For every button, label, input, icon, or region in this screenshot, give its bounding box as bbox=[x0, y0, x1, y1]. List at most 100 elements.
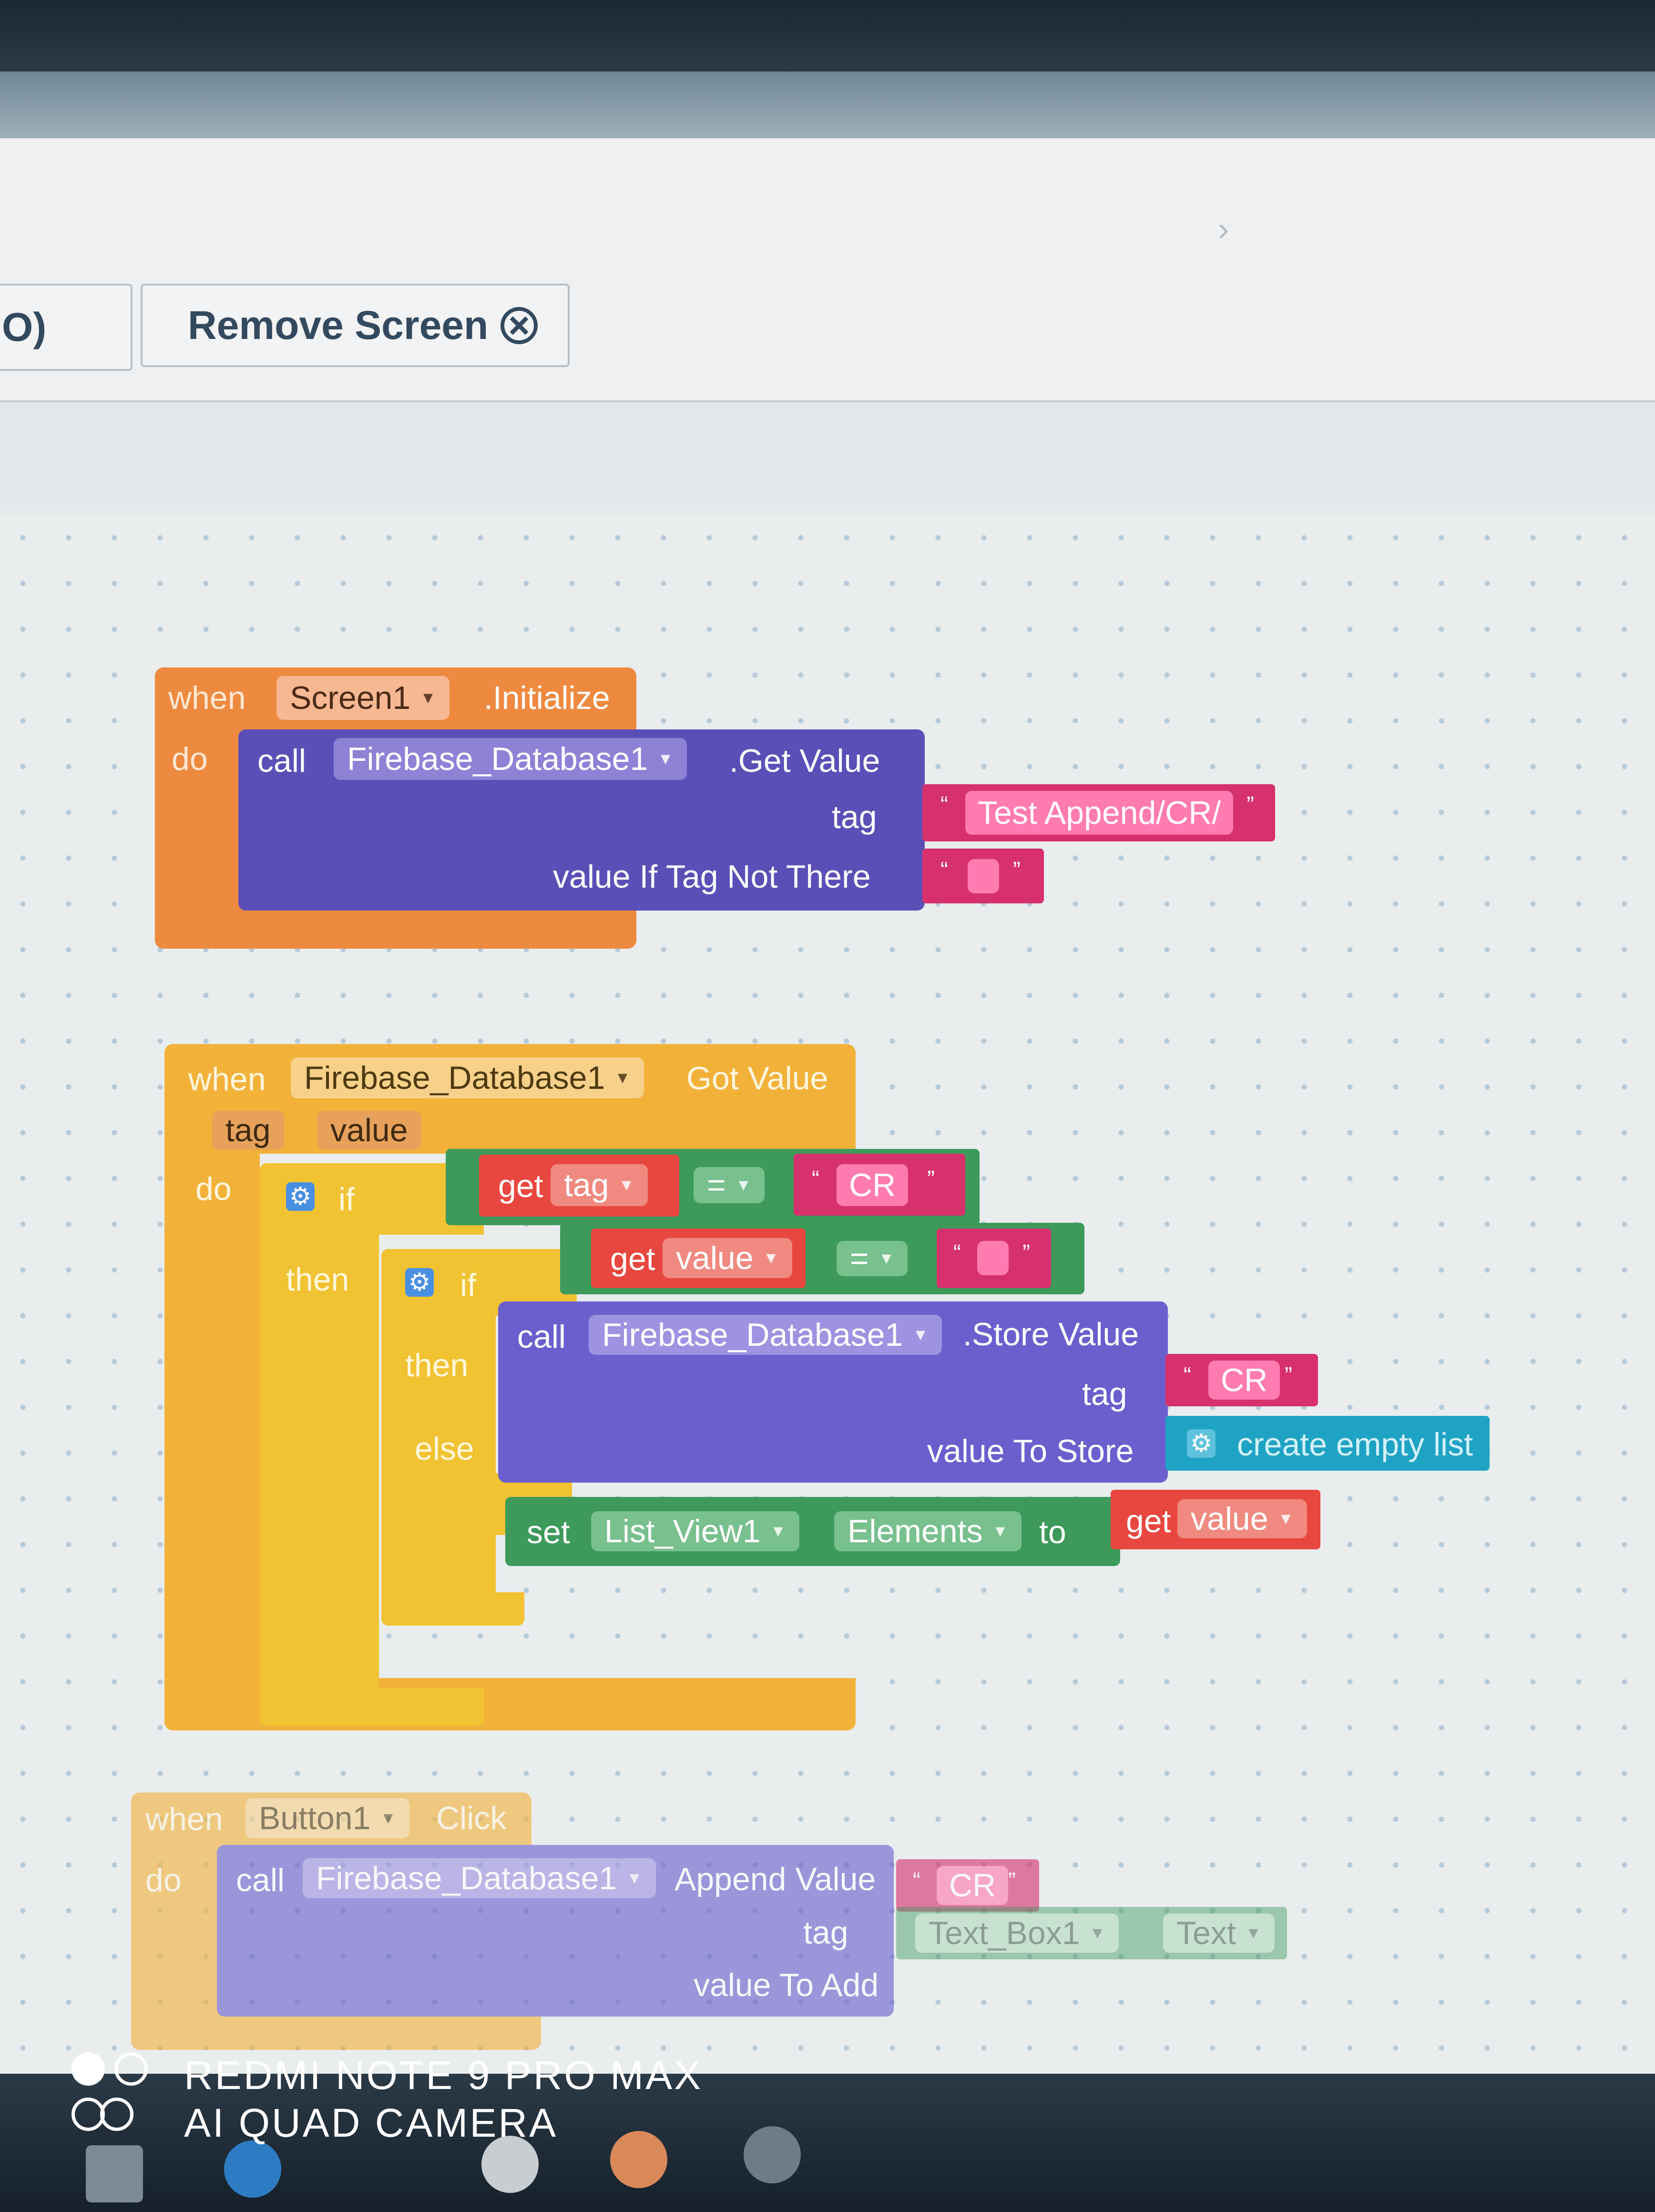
get-value-dropdown[interactable]: value▼ bbox=[1177, 1499, 1308, 1538]
cr-string-value[interactable]: CR bbox=[837, 1164, 909, 1206]
param-value[interactable]: value bbox=[317, 1111, 421, 1150]
dropdown-arrow-icon: ▼ bbox=[878, 1249, 895, 1268]
gear-mutator-icon[interactable]: ⚙ bbox=[1187, 1429, 1216, 1458]
call-keyword: call bbox=[517, 1319, 566, 1355]
dropdown-arrow-icon: ▼ bbox=[1245, 1924, 1262, 1942]
get-value-dropdown[interactable]: value▼ bbox=[663, 1238, 793, 1278]
elements-property-name: Elements bbox=[848, 1513, 983, 1549]
call-keyword: call bbox=[236, 1862, 285, 1898]
textbox-component-dropdown[interactable]: Text_Box1 ▼ bbox=[915, 1914, 1119, 1953]
close-circle-icon bbox=[501, 307, 538, 344]
button-component-dropdown[interactable]: Button1▼ bbox=[245, 1798, 410, 1838]
get-value-method: .Get Value bbox=[729, 743, 880, 779]
dropdown-arrow-icon: ▼ bbox=[1089, 1924, 1106, 1942]
value-to-add-label: value To Add bbox=[694, 1967, 879, 2003]
if-body-left bbox=[381, 1316, 496, 1611]
store-value-call-block[interactable]: call Firebase_Database1▼ .Store Value ta… bbox=[498, 1301, 1168, 1483]
store-cr-string-value[interactable]: CR bbox=[1208, 1361, 1280, 1400]
get-value-call-block[interactable]: call Firebase_Database1▼ .Get Value tag … bbox=[238, 729, 925, 911]
taskbar-app-icon[interactable] bbox=[224, 2140, 281, 2198]
get-keyword: get bbox=[498, 1168, 543, 1204]
got-value-event-label: Got Value bbox=[686, 1060, 828, 1096]
button-click-event-block[interactable]: when Button1▼ Click do call Firebase_Dat… bbox=[131, 1792, 1039, 2050]
elements-property-dropdown[interactable]: Elements ▼ bbox=[834, 1511, 1022, 1551]
if-then-else-block-inner[interactable]: ⚙ if then else bbox=[381, 1249, 577, 1630]
create-empty-list-block[interactable]: ⚙ create empty list bbox=[1165, 1416, 1490, 1471]
listview-component-name: List_View1 bbox=[604, 1513, 761, 1549]
text-property-dropdown[interactable]: Text▼ bbox=[1163, 1914, 1275, 1953]
screen-initialize-event-block[interactable]: when Screen1▼ .Initialize do bbox=[155, 667, 636, 949]
open-quote: “ bbox=[940, 792, 948, 818]
param-tag[interactable]: tag bbox=[212, 1111, 284, 1150]
screen-component-name: Screen1 bbox=[290, 680, 411, 716]
when-keyword: when bbox=[145, 1801, 223, 1837]
taskbar-app-icon[interactable] bbox=[744, 2126, 801, 2183]
firebase-component-dropdown[interactable]: Firebase_Database1▼ bbox=[589, 1315, 942, 1355]
open-quote: “ bbox=[812, 1167, 819, 1192]
get-value-block[interactable]: get value▼ bbox=[1111, 1490, 1320, 1549]
get-tag-dropdown[interactable]: tag▼ bbox=[551, 1164, 648, 1206]
create-empty-list-label: create empty list bbox=[1237, 1426, 1473, 1463]
screen-component-dropdown[interactable]: Screen1▼ bbox=[276, 676, 450, 720]
then-keyword: then bbox=[286, 1261, 349, 1298]
dropdown-arrow-icon: ▼ bbox=[735, 1176, 752, 1194]
compare-tag-block[interactable]: get tag▼ =▼ “ CR ” bbox=[446, 1149, 980, 1225]
firebase-component-name: Firebase_Database1 bbox=[304, 1060, 605, 1096]
screen-button-label: O) bbox=[2, 305, 47, 349]
cr-string-block[interactable]: “ CR ” bbox=[794, 1154, 965, 1216]
event-footer bbox=[155, 911, 636, 949]
append-value-call-block[interactable]: call Firebase_Database1▼ Append Value ta… bbox=[217, 1845, 894, 2017]
textbox-component-name: Text_Box1 bbox=[929, 1915, 1080, 1951]
store-cr-string-block[interactable]: “ CR ” bbox=[1165, 1354, 1318, 1406]
empty-string-block[interactable]: “ ” bbox=[922, 849, 1044, 903]
firebase-component-name: Firebase_Database1 bbox=[316, 1860, 617, 1896]
blocks-workspace[interactable]: when Screen1▼ .Initialize do call Fireba… bbox=[0, 515, 1655, 2074]
dropdown-arrow-icon: ▼ bbox=[657, 749, 674, 768]
close-quote: ” bbox=[1013, 858, 1021, 883]
taskbar-app-icon[interactable] bbox=[86, 2145, 143, 2202]
close-quote: ” bbox=[1246, 792, 1254, 818]
to-keyword: to bbox=[1039, 1514, 1066, 1550]
empty-string-value[interactable] bbox=[968, 859, 999, 893]
textbox-text-getter-block[interactable]: Text_Box1 ▼ Text▼ bbox=[896, 1907, 1287, 1959]
taskbar-app-icon[interactable] bbox=[481, 2136, 539, 2193]
equals-operator-dropdown[interactable]: =▼ bbox=[694, 1167, 765, 1203]
screen-button[interactable]: O) bbox=[0, 284, 133, 371]
empty-string-value[interactable] bbox=[977, 1241, 1009, 1275]
window-title-strip bbox=[0, 72, 1655, 138]
when-keyword: when bbox=[168, 680, 246, 716]
get-tag-block[interactable]: get tag▼ bbox=[479, 1155, 679, 1217]
set-elements-block[interactable]: set List_View1▼ Elements▼ to bbox=[505, 1497, 1120, 1566]
firebase-component-dropdown[interactable]: Firebase_Database1 ▼ bbox=[291, 1057, 644, 1098]
append-cr-string-value[interactable]: CR bbox=[937, 1866, 1009, 1905]
equals-operator-dropdown[interactable]: =▼ bbox=[837, 1240, 908, 1277]
get-value-block[interactable]: get value▼ bbox=[591, 1229, 806, 1288]
compare-value-block[interactable]: get value▼ =▼ “ ” bbox=[560, 1223, 1084, 1294]
append-cr-string-block[interactable]: “ CR ” bbox=[896, 1859, 1039, 1912]
firebase-component-dropdown[interactable]: Firebase_Database1▼ bbox=[334, 738, 687, 780]
tag-string-value[interactable]: Test Append/CR/ bbox=[965, 791, 1234, 835]
tag-socket-label: tag bbox=[832, 799, 877, 835]
not-there-socket-label: value If Tag Not There bbox=[553, 859, 871, 895]
dropdown-arrow-icon: ▼ bbox=[626, 1869, 643, 1887]
call-keyword: call bbox=[257, 743, 306, 779]
test-append-string-block[interactable]: “ Test Append/CR/ ” bbox=[922, 784, 1275, 841]
open-quote: “ bbox=[940, 858, 948, 883]
taskbar-app-icon[interactable] bbox=[610, 2131, 667, 2188]
gear-mutator-icon[interactable]: ⚙ bbox=[286, 1182, 315, 1211]
get-value-var: value bbox=[676, 1240, 754, 1276]
close-quote: ” bbox=[1008, 1868, 1016, 1894]
dropdown-arrow-icon: ▼ bbox=[614, 1068, 631, 1087]
dropdown-arrow-icon: ▼ bbox=[992, 1522, 1009, 1540]
empty-string-block[interactable]: “ ” bbox=[937, 1229, 1051, 1288]
listview-component-dropdown[interactable]: List_View1▼ bbox=[591, 1511, 800, 1551]
initialize-event-label: .Initialize bbox=[484, 680, 610, 716]
gear-mutator-icon[interactable]: ⚙ bbox=[405, 1268, 434, 1297]
firebase-component-dropdown[interactable]: Firebase_Database1 ▼ bbox=[303, 1858, 656, 1898]
tag-socket-label: tag bbox=[1082, 1376, 1127, 1412]
remove-screen-button[interactable]: Remove Screen bbox=[141, 284, 570, 367]
chevron-icon[interactable]: › bbox=[1218, 210, 1229, 247]
if-footer bbox=[260, 1688, 484, 1726]
tag-socket-label: tag bbox=[803, 1915, 848, 1951]
value-to-store-label: value To Store bbox=[927, 1433, 1134, 1469]
